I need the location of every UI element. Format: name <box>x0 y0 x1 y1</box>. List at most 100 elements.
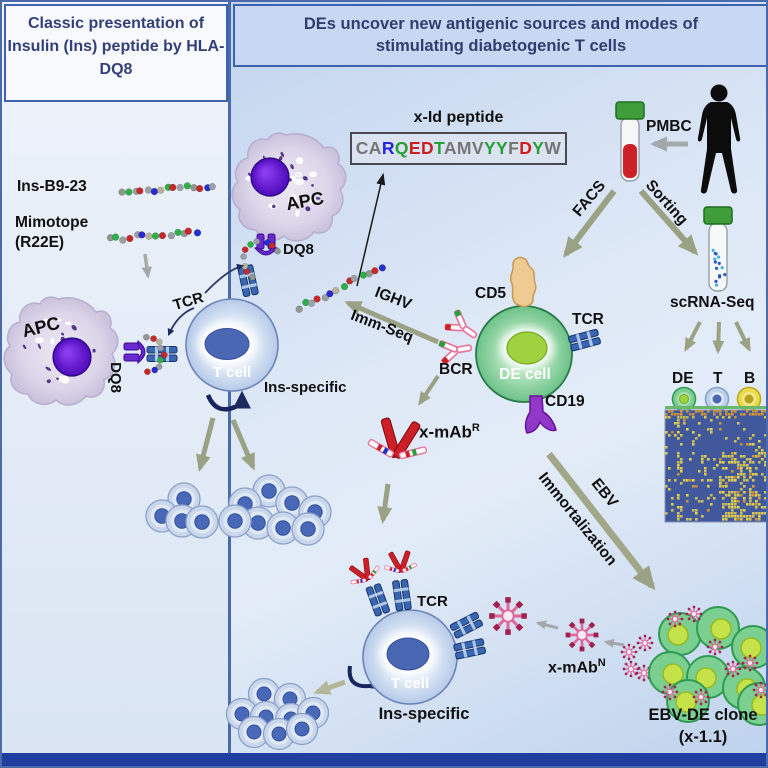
tcr-bottom-2 <box>391 578 412 612</box>
peptide-residue: W <box>544 138 562 158</box>
ins-specific-label-bottom: Ins-specific <box>378 705 470 723</box>
de-cell-nucleus <box>506 331 548 365</box>
scrna-arrow-t <box>712 321 725 355</box>
tcr-bottom-3 <box>449 611 484 640</box>
facs-arrow <box>563 189 617 258</box>
proliferation-arrow-bottom <box>313 679 346 695</box>
t-cell-nucleus <box>386 637 430 671</box>
peptide-residue: D <box>519 138 533 158</box>
tcr-label-de: TCR <box>572 311 604 328</box>
peptide-residue: F <box>508 138 520 158</box>
scrna-arrow-de <box>684 321 702 352</box>
x-id-peptide-chain <box>295 264 386 313</box>
scrna-tube <box>703 206 733 292</box>
human-silhouette <box>697 84 741 194</box>
heatmap-column-t: T <box>713 370 723 387</box>
t-cell-label-bottom: T cell <box>390 675 430 692</box>
t-cell-cluster-right <box>218 474 332 546</box>
right-title-box <box>233 4 766 67</box>
mab-on-tcr-2 <box>382 549 418 575</box>
cd19-receptor <box>524 395 557 434</box>
mini-cell-de <box>671 386 697 412</box>
pmbc-label: PMBC <box>646 118 692 135</box>
t-cell-label-top: T cell <box>212 364 252 381</box>
scrna-arrow-b <box>734 321 751 352</box>
cd5-label: CD5 <box>475 285 507 302</box>
tcr-bottom-1 <box>365 582 391 618</box>
heatmap-column-de: DE <box>672 370 694 387</box>
peptide-in-groove-left <box>143 333 168 376</box>
peptide-residue: E <box>408 138 421 158</box>
ins-b9-23-label: Ins-B9-23 <box>17 178 87 195</box>
peptide-residue: C <box>355 138 369 158</box>
peptide-residue: R <box>381 138 395 158</box>
peptide-residue: T <box>434 138 444 158</box>
dq8-label-upper: DQ8 <box>283 241 314 258</box>
cd19-label: CD19 <box>545 393 585 410</box>
mini-cell-b <box>736 386 762 412</box>
mini-cell-t <box>704 386 730 412</box>
peptide-residue: Y <box>483 138 497 158</box>
pmbc-tube <box>615 101 645 182</box>
peptide-residue: D <box>420 138 435 158</box>
x-mab-r-label: x-mAbR <box>419 422 480 442</box>
scrna-seq-label: scRNA-Seq <box>670 294 755 311</box>
clone-to-star-arrow <box>603 638 625 648</box>
t-cell-bottom <box>362 609 458 705</box>
cd5-receptor <box>509 256 537 308</box>
ins-specific-label-top: Ins-specific <box>264 379 347 396</box>
peptide-residue: A <box>443 138 457 158</box>
tcr-receptor-de <box>567 328 602 352</box>
apc-cell-left <box>3 296 119 406</box>
dq8-label-left: DQ8 <box>106 362 124 393</box>
ebv-de-clone-cells <box>648 606 766 726</box>
t-cell-nucleus <box>204 328 250 360</box>
t-cell-top <box>185 298 279 392</box>
clone-id-label: (x-1.1) <box>678 728 728 746</box>
tcr-pointer-arrow-upper <box>204 263 245 294</box>
peptide-residue: M <box>456 138 472 158</box>
x-mab-n-label: x-mAbN <box>548 657 606 677</box>
sorting-arrow <box>638 189 699 256</box>
apc-cell-upper <box>231 132 347 242</box>
left-title-box <box>4 4 228 102</box>
proliferation-arrow-left <box>196 417 216 472</box>
bottom-border-bar <box>2 753 766 766</box>
proliferation-arrow-right <box>230 419 256 471</box>
de-cell-label: DE cell <box>499 366 551 383</box>
peptide-sequence: CARQEDTAMVYYFDYW <box>356 138 561 159</box>
ebv-immortalization-arrow <box>546 451 656 591</box>
mab-on-tcr-1 <box>342 553 384 590</box>
t-cell-cluster-bottom <box>225 677 330 751</box>
t-cell-cluster-left <box>145 482 219 539</box>
mimotope-variant-label: (R22E) <box>15 234 65 251</box>
mimotope-label: Mimotope <box>15 214 89 231</box>
x-id-pointer-arrow <box>356 172 386 287</box>
bcr-to-mab-arrow <box>418 374 440 406</box>
activation-loop-arrow-top <box>205 390 251 412</box>
ins-b9-23-chain <box>118 182 216 196</box>
tcr-bottom-4 <box>452 637 487 660</box>
mab-to-tcell-arrow <box>377 483 393 524</box>
x-id-peptide-sequence-box: CARQEDTAMVYYFDYW <box>350 132 567 165</box>
tcr-label-bottom: TCR <box>417 593 448 610</box>
peptide-residue: Y <box>496 138 509 158</box>
stars-on-clone <box>661 605 766 706</box>
dq8-molecule-left <box>123 340 146 364</box>
right-panel-title: DEs uncover new antigenic sources and mo… <box>303 15 699 56</box>
mimotope-chain <box>106 227 202 244</box>
star-to-tcell-arrow <box>535 620 559 630</box>
left-panel-title: Classic presentation of Insulin (Ins) pe… <box>7 15 225 79</box>
tcr-pointer-arrow-left <box>167 307 195 336</box>
peptide-residue: V <box>471 138 484 158</box>
heatmap-column-b: B <box>744 370 756 387</box>
peptide-residue: Q <box>394 138 409 158</box>
bcr-antibody-1 <box>441 307 484 348</box>
peptide-residue: A <box>368 138 382 158</box>
apc-nucleus <box>52 337 92 377</box>
ebv-de-clone-label: EBV-DE clone <box>648 706 758 724</box>
peptide-residue: Y <box>532 138 545 158</box>
mimotope-down-arrow <box>141 253 152 279</box>
